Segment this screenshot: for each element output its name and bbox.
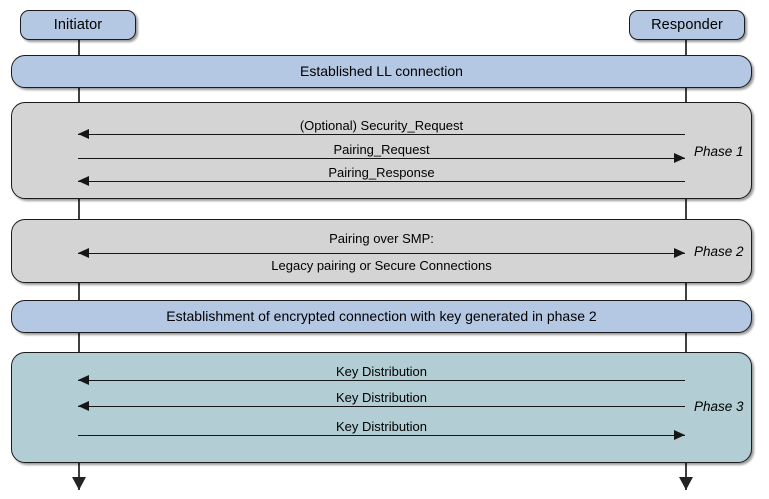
- actor-responder[interactable]: Responder: [629, 10, 745, 40]
- band-phase1: [11, 102, 752, 199]
- lifeline-arrowhead-initiator: [71, 477, 86, 490]
- message-key-distribution-2-label: Key Distribution: [335, 390, 428, 405]
- message-key-distribution-3-arrowhead: [674, 429, 685, 440]
- message-pairing-response-arrowhead: [78, 175, 89, 186]
- actor-initiator[interactable]: Initiator: [20, 10, 136, 40]
- message-security-request-label: (Optional) Security_Request: [299, 118, 464, 133]
- message-pairing-over-smp-line: [78, 252, 685, 254]
- lifeline-arrowhead-responder: [678, 477, 693, 490]
- phase1-label: Phase 1: [694, 144, 744, 159]
- message-key-distribution-3-line: [78, 434, 685, 436]
- message-pairing-over-smp-arrowhead-right: [674, 247, 685, 258]
- actor-responder-label: Responder: [651, 16, 723, 33]
- phase2-label: Phase 2: [694, 244, 744, 259]
- band-ll-connection-label: Established LL connection: [300, 63, 463, 79]
- band-phase3: [11, 352, 752, 463]
- message-pairing-request-line: [78, 157, 685, 159]
- message-pairing-response-label: Pairing_Response: [328, 165, 435, 180]
- message-pairing-over-smp-label-line1: Pairing over SMP:: [329, 231, 434, 246]
- message-key-distribution-1-arrowhead: [78, 374, 89, 385]
- message-key-distribution-1-line: [78, 379, 685, 381]
- message-pairing-over-smp-arrowhead-left: [78, 247, 89, 258]
- message-pairing-request-arrowhead: [674, 152, 685, 163]
- message-pairing-request-label: Pairing_Request: [333, 142, 430, 157]
- message-key-distribution-3-label: Key Distribution: [335, 419, 428, 434]
- message-security-request-arrowhead: [78, 128, 89, 139]
- message-key-distribution-2-arrowhead: [78, 400, 89, 411]
- message-security-request-line: [78, 133, 685, 135]
- message-key-distribution-1-label: Key Distribution: [335, 364, 428, 379]
- message-pairing-response-line: [78, 180, 685, 182]
- band-encrypted-connection-label: Establishment of encrypted connection wi…: [166, 308, 597, 324]
- message-pairing-over-smp-label-line2: Legacy pairing or Secure Connections: [271, 258, 492, 273]
- message-key-distribution-2-line: [78, 405, 685, 407]
- band-encrypted-connection: [11, 300, 752, 333]
- phase3-label: Phase 3: [694, 399, 744, 414]
- actor-initiator-label: Initiator: [53, 16, 103, 33]
- band-phase2: [11, 219, 752, 283]
- band-ll-connection: [11, 55, 752, 88]
